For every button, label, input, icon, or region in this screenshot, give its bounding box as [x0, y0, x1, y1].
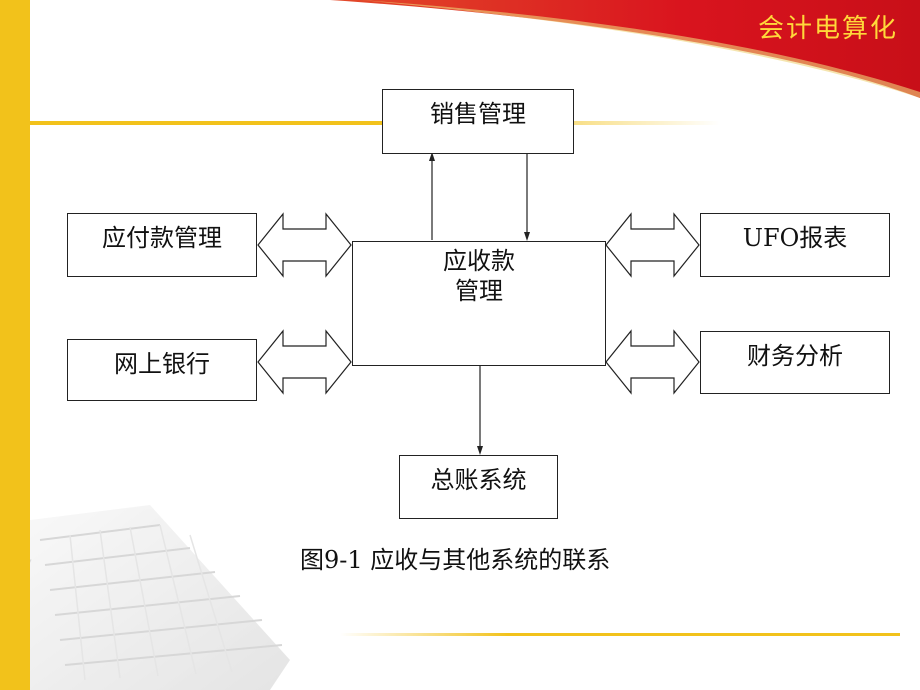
box-receivables-management: 应收款 管理	[352, 241, 606, 366]
box-sales-label: 销售管理	[430, 100, 526, 128]
box-ufo-report: UFO报表	[700, 213, 890, 277]
top-divider-line	[30, 121, 720, 125]
keyboard-image	[2, 505, 290, 690]
box-payables-label: 应付款管理	[102, 224, 222, 252]
box-financial-analysis: 财务分析	[700, 331, 890, 394]
box-receivables-line2: 管理	[455, 277, 503, 305]
bottom-divider-line	[340, 633, 900, 636]
brand-title: 会计电算化	[757, 14, 898, 44]
double-arrow-bank	[257, 329, 352, 395]
figure-caption: 图9-1 应收与其他系统的联系	[300, 546, 611, 574]
box-online-bank: 网上银行	[67, 339, 257, 401]
box-finance-label: 财务分析	[747, 342, 843, 370]
box-general-ledger: 总账系统	[399, 455, 558, 519]
double-arrow-payables	[257, 212, 352, 278]
box-payables-management: 应付款管理	[67, 213, 257, 277]
box-bank-label: 网上银行	[114, 350, 210, 378]
double-arrow-finance	[605, 329, 700, 395]
box-receivables-line1: 应收款	[443, 247, 515, 275]
left-accent-bar	[0, 0, 30, 690]
double-arrow-ufo	[605, 212, 700, 278]
box-sales-management: 销售管理	[382, 89, 574, 154]
red-swoosh	[330, 0, 920, 98]
box-ledger-label: 总账系统	[430, 466, 527, 494]
box-ufo-label: UFO报表	[742, 224, 848, 252]
